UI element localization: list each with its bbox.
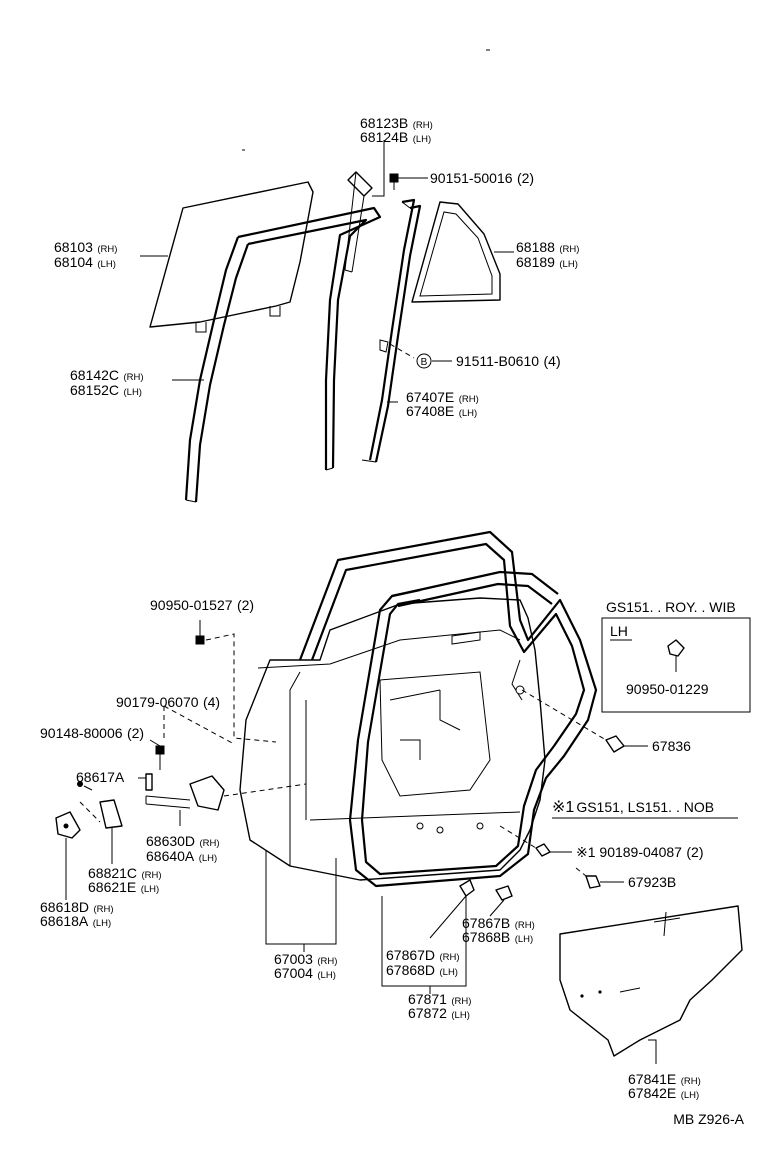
pin-68617A xyxy=(77,773,153,791)
label-68189: 68189 (LH) xyxy=(516,254,578,271)
hinge-plate xyxy=(55,811,81,900)
label-68621E: 68621E (LH) xyxy=(88,879,159,896)
label-68142C: 68142C (RH) xyxy=(70,367,144,384)
label-68104: 68104 (LH) xyxy=(54,254,116,271)
grommet-67836 xyxy=(521,689,648,753)
label-67867D: 67867D (RH) xyxy=(386,947,460,964)
label-68188: 68188 (RH) xyxy=(516,239,579,256)
label-90151: 90151-50016 (2) xyxy=(430,170,534,187)
bolt-91511: B xyxy=(389,343,452,369)
clip-90189 xyxy=(499,825,572,857)
label-67868D: 67868D (LH) xyxy=(386,962,458,979)
screw-90151 xyxy=(389,173,428,190)
label-68124B: 68124B (LH) xyxy=(360,129,431,146)
inset-title: GS151. . ROY. . WIB xyxy=(606,599,736,615)
glass-run-channel xyxy=(184,206,382,503)
label-67836: 67836 xyxy=(652,738,691,754)
diagram-code: MB Z926-A xyxy=(673,1111,744,1127)
screw-90179 xyxy=(163,705,235,745)
label-67872: 67872 (LH) xyxy=(408,1005,470,1022)
label-67867B: 67867B (RH) xyxy=(462,915,535,932)
clip-67867D xyxy=(429,879,475,939)
leader-67003 xyxy=(265,850,337,945)
label-67923B: 67923B xyxy=(628,874,676,890)
label-90950-01229: 90950-01229 xyxy=(626,681,709,697)
label-68821C: 68821C (RH) xyxy=(88,865,162,882)
circled-b-label: B xyxy=(421,357,428,368)
label-67003: 67003 (RH) xyxy=(274,951,337,968)
label-67871: 67871 (RH) xyxy=(408,991,471,1008)
inset-sub: LH xyxy=(610,623,628,639)
label-67868B: 67868B (LH) xyxy=(462,929,533,946)
label-90179: 90179-06070 (4) xyxy=(116,694,220,711)
screw-90148 xyxy=(149,739,165,770)
leader-67871 xyxy=(381,896,467,987)
hinge-bracket xyxy=(79,799,123,864)
variant-inset-box xyxy=(601,617,751,713)
label-68123B: 68123B (RH) xyxy=(360,115,433,132)
bolt-90950a xyxy=(195,620,277,743)
label-67407E: 67407E (RH) xyxy=(406,389,479,406)
label-90148: 90148-80006 (2) xyxy=(40,725,144,742)
quarter-window xyxy=(411,201,501,303)
door-weatherstrip xyxy=(298,530,598,888)
label-68630D: 68630D (RH) xyxy=(146,833,220,850)
label-67408E: 67408E (LH) xyxy=(406,403,477,420)
clip-67867B xyxy=(489,885,513,917)
label-68103: 68103 (RH) xyxy=(54,239,117,256)
label-68618A: 68618A (LH) xyxy=(40,913,111,930)
label-68617A: 68617A xyxy=(76,769,125,785)
label-90189: ※1 90189-04087 (2) xyxy=(576,844,704,861)
door-panel xyxy=(239,597,546,881)
label-68618D: 68618D (RH) xyxy=(40,899,114,916)
label-68152C: 68152C (LH) xyxy=(70,382,142,399)
clip-67923B xyxy=(575,867,624,889)
label-91511: 91511-B0610 (4) xyxy=(456,353,561,370)
label-67842E: 67842E (LH) xyxy=(628,1085,699,1102)
label-67004: 67004 (LH) xyxy=(274,965,336,982)
rear-channel xyxy=(361,198,422,463)
division-bar xyxy=(344,140,385,273)
door-check xyxy=(145,775,307,826)
label-68640A: 68640A (LH) xyxy=(146,848,217,865)
service-hole-cover xyxy=(559,905,743,1064)
label-90950-01527: 90950-01527 (2) xyxy=(150,597,254,614)
label-67841E: 67841E (RH) xyxy=(628,1071,701,1088)
